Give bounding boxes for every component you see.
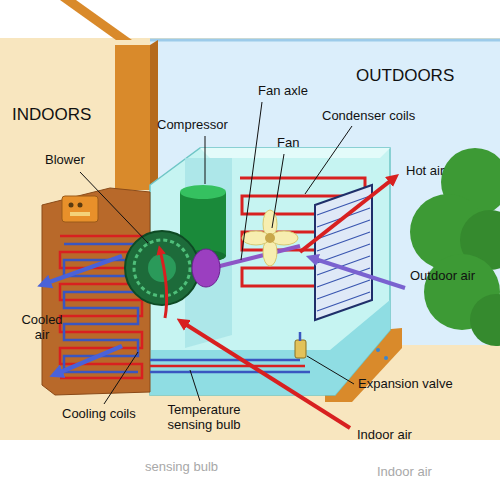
leader-line <box>241 102 262 260</box>
bottom-strip <box>0 440 500 500</box>
part-label: Condenser coils <box>322 109 415 124</box>
water-drop <box>376 348 380 352</box>
airflow-label-holder: Outdoor air <box>410 269 475 284</box>
leader-lines <box>80 102 354 404</box>
part-label-holder: Fan axle <box>258 84 308 99</box>
leader-line <box>272 154 284 228</box>
airflow-label: Cooled air <box>16 313 68 343</box>
ghost-text-holder: sensing bulb <box>145 460 218 475</box>
hot-air-arrow <box>300 178 394 252</box>
bush <box>470 294 500 346</box>
control-knob <box>78 203 83 208</box>
part-label-holder: Temperature sensing bulb <box>152 403 256 433</box>
airflow-label-holder: Cooled air <box>16 313 68 343</box>
grille-slats <box>317 196 370 311</box>
control-display <box>70 212 90 216</box>
outdoor-air-arrow <box>312 258 405 288</box>
coil-tubes <box>150 360 310 372</box>
valve-tube <box>299 332 302 341</box>
drip-tray <box>150 300 390 395</box>
part-label: Fan <box>277 136 299 151</box>
fan-hub <box>265 233 275 243</box>
part-label: Expansion valve <box>358 377 453 392</box>
water-drop <box>384 356 388 360</box>
airflow-label: Outdoor air <box>410 269 475 284</box>
airflow-label: Hot air <box>406 164 444 179</box>
coil-tubes <box>150 365 305 368</box>
control-knob <box>69 203 74 208</box>
part-label-holder: Expansion valve <box>358 377 453 392</box>
cooled-air-arrow <box>44 256 122 284</box>
wall-side <box>150 40 158 190</box>
ghost-text-holder: Indoor air <box>377 465 432 480</box>
leader-line <box>80 172 148 243</box>
part-label: Blower <box>45 153 85 168</box>
ghost-text: sensing bulb <box>145 460 218 475</box>
blower-vanes <box>134 240 190 296</box>
air-flow-arrow <box>160 250 167 318</box>
part-label: Cooling coils <box>62 407 136 422</box>
leader-line <box>104 352 138 404</box>
compressor-top <box>180 185 226 199</box>
part-label-holder: Compressor <box>157 118 228 133</box>
wall-front <box>115 45 150 190</box>
leader-line <box>307 356 354 384</box>
part-label-holder: Fan <box>277 136 299 151</box>
fan <box>242 210 298 266</box>
roof-edge <box>60 0 132 40</box>
airflow-label-holder: Indoor air <box>357 428 412 443</box>
cooled-air-arrow <box>56 346 122 374</box>
leader-line <box>305 126 352 194</box>
blower-motor <box>192 249 220 287</box>
part-label-holder: Condenser coils <box>322 109 415 124</box>
leader-line <box>205 136 206 184</box>
control-panel <box>62 196 98 222</box>
leader-line <box>190 370 200 401</box>
airflow-label: Indoor air <box>357 428 412 443</box>
grille <box>315 185 372 320</box>
region-label-holder: INDOORS <box>12 105 91 125</box>
sky-edge <box>150 39 500 42</box>
expansion-valve <box>295 340 306 358</box>
blower <box>125 231 199 305</box>
region-label: INDOORS <box>12 105 91 125</box>
part-label: Temperature sensing bulb <box>152 403 256 433</box>
airflow-label-holder: Hot air <box>406 164 444 179</box>
part-label: Fan axle <box>258 84 308 99</box>
part-label-holder: Cooling coils <box>62 407 136 422</box>
part-label: Compressor <box>157 118 228 133</box>
region-label-holder: OUTDOORS <box>356 66 454 86</box>
part-label-holder: Blower <box>45 153 85 168</box>
ghost-text: Indoor air <box>377 465 432 480</box>
region-label: OUTDOORS <box>356 66 454 86</box>
fan-axle <box>212 246 300 268</box>
